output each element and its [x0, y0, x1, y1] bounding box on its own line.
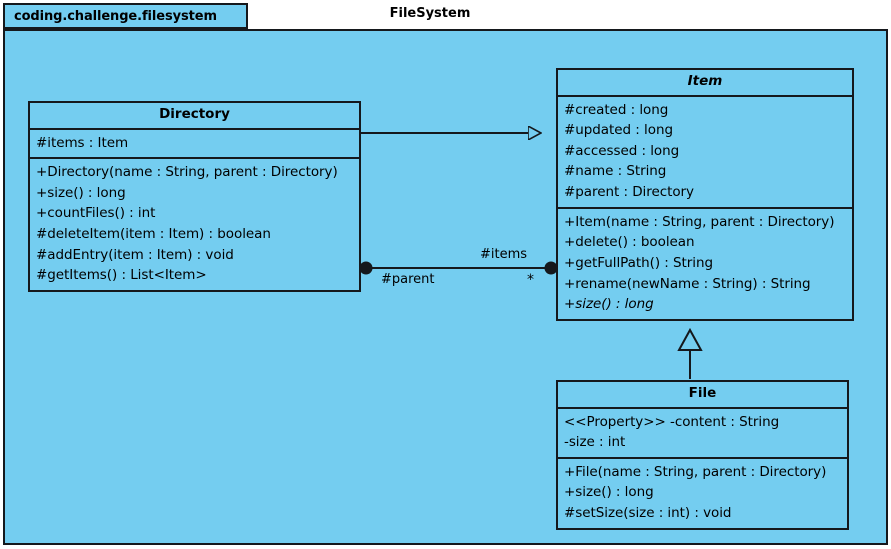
operations-compartment-file: +File(name : String, parent : Directory)… [558, 459, 847, 528]
attributes-compartment-directory: #items : Item [30, 130, 359, 160]
attribute: #parent : Directory [564, 184, 694, 201]
operation: +getFullPath() : String [564, 255, 714, 271]
operation: #getItems() : List<Item> [36, 267, 207, 284]
operation: +countFiles() : int [36, 205, 156, 222]
package-name-label: coding.challenge.filesystem [14, 8, 217, 24]
class-box-directory[interactable]: Directory #items : Item +Directory(name … [28, 101, 361, 292]
diagram-title: FileSystem [389, 6, 471, 21]
attribute: #items : Item [36, 134, 129, 151]
attribute: #name : String [564, 163, 667, 180]
operation-abstract: +size() : long [564, 296, 654, 313]
operations-compartment-directory: +Directory(name : String, parent : Direc… [30, 159, 359, 290]
association-role-parent: #parent [381, 272, 435, 287]
operation: +size() : long [36, 184, 126, 201]
attribute: #updated : long [564, 122, 673, 139]
attribute: <<Property>> -content : String [564, 413, 780, 430]
operation: +rename(newName : String) : String [564, 275, 811, 292]
class-name-file: File [558, 382, 847, 409]
operation: #deleteItem(item : Item) : boolean [36, 226, 271, 243]
operation: #setSize(size : int) : void [564, 505, 732, 522]
association-role-items: #items [480, 247, 528, 262]
attribute: #accessed : long [564, 142, 680, 159]
class-box-item[interactable]: Item #created : long #updated : long #ac… [556, 68, 854, 321]
class-box-file[interactable]: File <<Property>> -content : String -siz… [556, 380, 849, 530]
operation: +Item(name : String, parent : Directory) [564, 213, 835, 230]
class-name-item: Item [558, 70, 852, 97]
attributes-compartment-item: #created : long #updated : long #accesse… [558, 97, 852, 209]
operation: +delete() : boolean [564, 234, 695, 251]
operation: +Directory(name : String, parent : Direc… [36, 164, 338, 181]
package-name-tab[interactable]: coding.challenge.filesystem [3, 3, 248, 29]
operation: +size() : long [564, 484, 654, 501]
association-multiplicity-items: * [527, 272, 534, 288]
operations-compartment-item: +Item(name : String, parent : Directory)… [558, 209, 852, 319]
attribute: #created : long [564, 101, 669, 118]
operation: #addEntry(item : Item) : void [36, 246, 234, 263]
operation: +File(name : String, parent : Directory) [564, 463, 827, 480]
class-name-directory: Directory [30, 103, 359, 130]
attributes-compartment-file: <<Property>> -content : String -size : i… [558, 409, 847, 459]
attribute: -size : int [564, 434, 626, 451]
